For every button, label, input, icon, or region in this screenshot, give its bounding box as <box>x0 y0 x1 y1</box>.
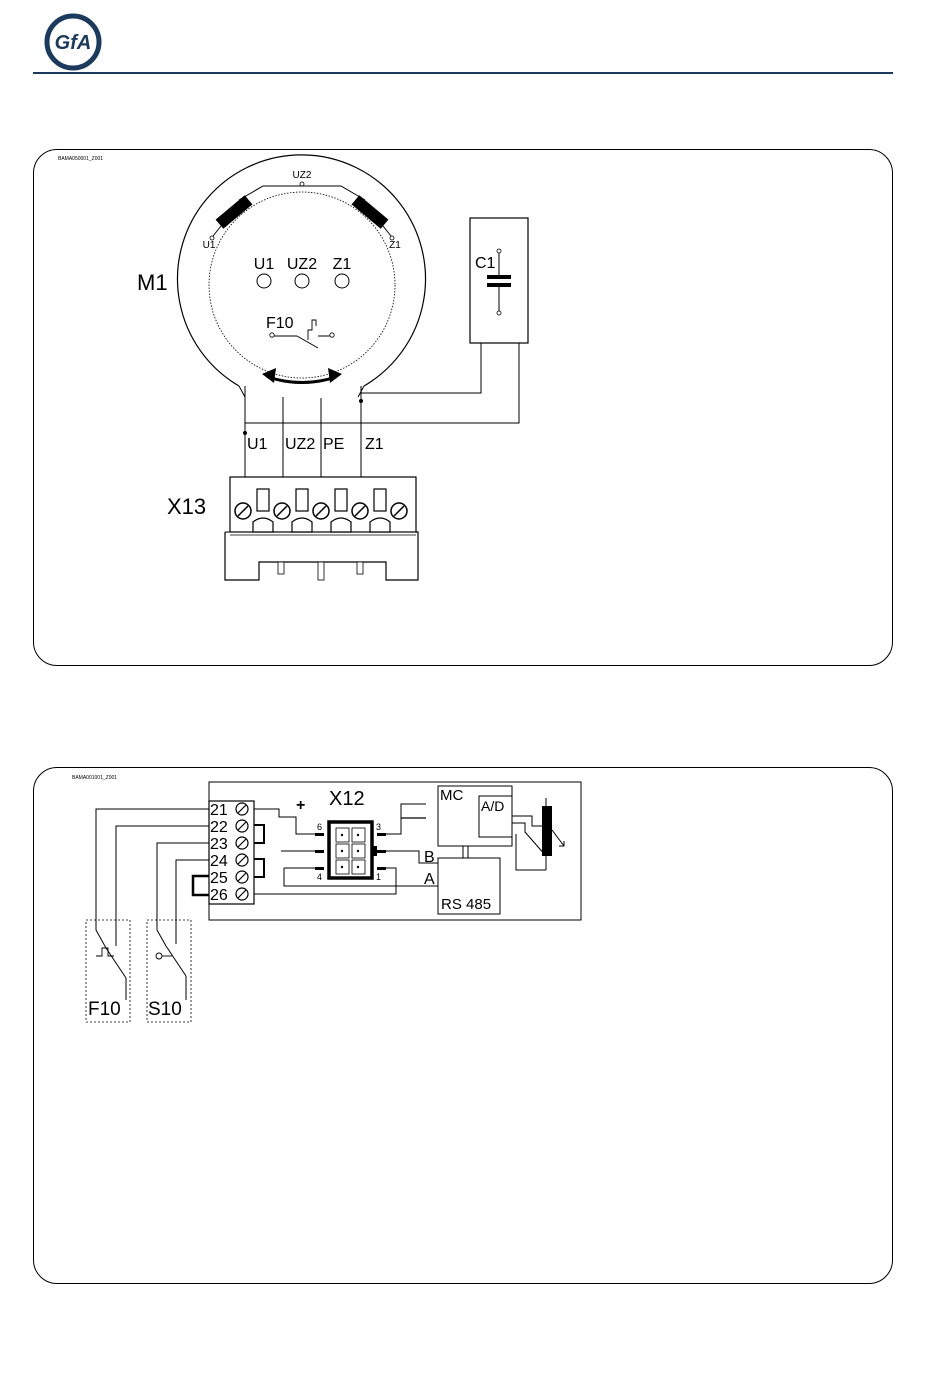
bus-b-label: B <box>424 849 435 866</box>
control-wiring-panel: BAMA001001_Z001 21 22 23 24 25 26 X12 <box>33 767 893 1284</box>
pin-u1 <box>257 274 271 288</box>
pin-3: 3 <box>376 822 381 832</box>
control-wiring-diagram: BAMA001001_Z001 21 22 23 24 25 26 X12 <box>34 768 894 1285</box>
logo-text: GfA <box>55 32 92 54</box>
motor-label: M1 <box>137 270 168 295</box>
header-rule <box>33 72 893 74</box>
winding-tap-label: UZ2 <box>293 170 312 181</box>
motor-wiring-panel: BAMA050001_Z001 UZ2 U1 Z1 M1 U1 UZ2 Z1 F… <box>33 149 893 666</box>
potentiometer <box>542 806 552 856</box>
winding-left-label: U1 <box>203 240 216 251</box>
connector-label: X12 <box>329 788 365 810</box>
terminal-21: 21 <box>210 802 228 819</box>
pin-6: 6 <box>317 822 322 832</box>
terminal-22: 22 <box>210 819 228 836</box>
pin-uz2 <box>295 274 309 288</box>
f10-label: F10 <box>88 999 121 1020</box>
pin-1: 1 <box>376 872 381 882</box>
motor-wiring-diagram: BAMA050001_Z001 UZ2 U1 Z1 M1 U1 UZ2 Z1 F… <box>34 150 894 667</box>
capacitor-label: C1 <box>475 255 496 272</box>
rs485-label: RS 485 <box>441 896 491 913</box>
pin-label-z1: Z1 <box>333 256 352 273</box>
connector-x12 <box>329 822 372 878</box>
terminal-26: 26 <box>210 887 228 904</box>
capacitor-box <box>470 218 528 343</box>
bus-a-label: A <box>424 871 435 888</box>
adc-label: A/D <box>481 798 504 814</box>
wire-label-z1: Z1 <box>365 436 384 453</box>
pin-label-uz2: UZ2 <box>287 256 317 273</box>
pin-4: 4 <box>317 872 322 882</box>
drawing-ref: BAMA001001_Z001 <box>72 775 117 781</box>
rotation-arrow <box>268 377 336 383</box>
winding-left <box>216 195 253 229</box>
winding-right-label: Z1 <box>389 240 401 251</box>
s10-label: S10 <box>148 999 182 1020</box>
pin-z1 <box>335 274 349 288</box>
plus-sign: + <box>296 797 305 814</box>
gfa-logo: GfA <box>44 13 102 71</box>
winding-right <box>352 195 389 229</box>
drawing-ref: BAMA050001_Z001 <box>58 156 103 162</box>
terminal-24: 24 <box>210 853 228 870</box>
wire-label-pe: PE <box>323 436 344 453</box>
terminal-block-label: X13 <box>167 494 206 519</box>
terminal-23: 23 <box>210 836 228 853</box>
mc-label: MC <box>440 787 463 804</box>
pin-label-u1: U1 <box>254 256 275 273</box>
thermal-switch-label: F10 <box>266 315 294 332</box>
terminal-25: 25 <box>210 870 228 887</box>
wire-label-u1: U1 <box>247 436 268 453</box>
wire-label-uz2: UZ2 <box>285 436 315 453</box>
